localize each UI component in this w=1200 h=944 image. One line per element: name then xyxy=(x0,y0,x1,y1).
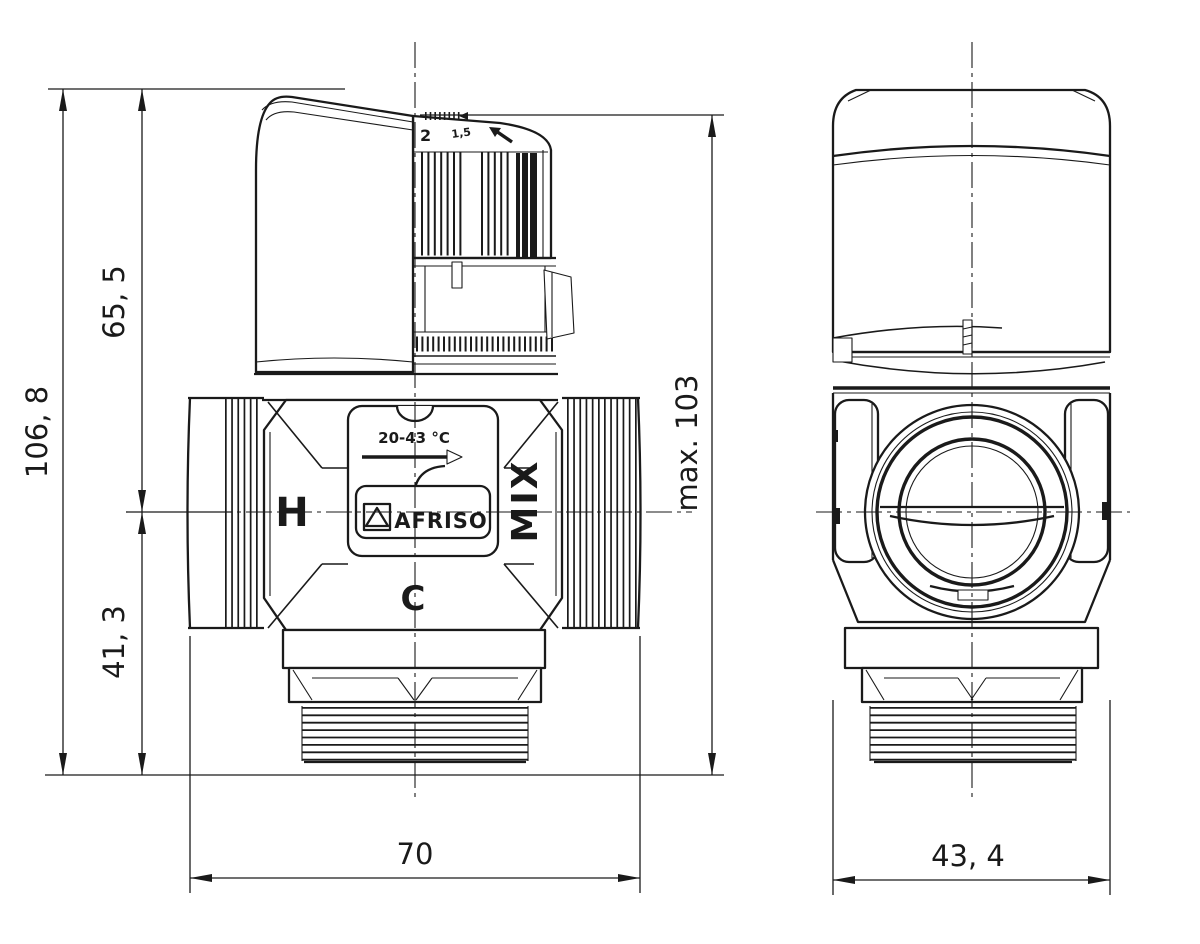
dim-max-height-label: max. 103 xyxy=(670,375,704,512)
dim-lower-height-label: 41, 3 xyxy=(97,605,131,679)
cap-step xyxy=(832,337,853,363)
setting-pointer-icon xyxy=(495,129,513,144)
port-label-mix: MIX xyxy=(505,460,546,543)
temp-range-label: 20-43 °C xyxy=(378,429,450,447)
knob-scale-2: 2 xyxy=(420,126,431,145)
dim-lower-height: 41, 3 xyxy=(97,512,146,775)
port-cold-connection xyxy=(281,628,547,764)
knob-index-tab xyxy=(451,261,463,289)
dim-front-width: 70 xyxy=(190,837,640,882)
port-label-hot: H xyxy=(275,490,308,536)
dim-total-height: 106, 8 xyxy=(20,89,67,775)
knob-scale-15: 1,5 xyxy=(451,125,472,141)
hex-nut-facets xyxy=(292,669,538,701)
scale-pointer-icon xyxy=(459,112,468,120)
dim-side-width: 43, 4 xyxy=(833,839,1110,884)
port-mix-thread xyxy=(562,396,642,630)
brand-label: AFRISO xyxy=(394,509,488,533)
dim-front-width-label: 70 xyxy=(397,837,434,871)
side-hex-facets xyxy=(865,669,1079,701)
dimensions: 106, 8 65, 5 41, 3 max. 103 70 xyxy=(20,88,1111,895)
brand-logo-icon xyxy=(362,502,392,532)
dim-upper-height-label: 65, 5 xyxy=(97,265,131,339)
dim-upper-height: 65, 5 xyxy=(97,89,146,775)
handle-cover xyxy=(254,95,415,374)
label-plate: 20-43 °C AFRISO xyxy=(346,404,500,558)
port-label-cold: C xyxy=(401,579,426,619)
clip-lever xyxy=(543,269,575,340)
front-view: H MIX C 20-43 °C AFRISO xyxy=(186,95,642,764)
dim-side-width-label: 43, 4 xyxy=(931,839,1005,873)
dim-total-height-label: 106, 8 xyxy=(20,386,54,478)
port-hot-thread xyxy=(186,396,264,630)
setting-knob xyxy=(408,112,575,340)
dim-max-height: max. 103 xyxy=(670,115,716,775)
knob-shaded-edge xyxy=(516,153,537,257)
